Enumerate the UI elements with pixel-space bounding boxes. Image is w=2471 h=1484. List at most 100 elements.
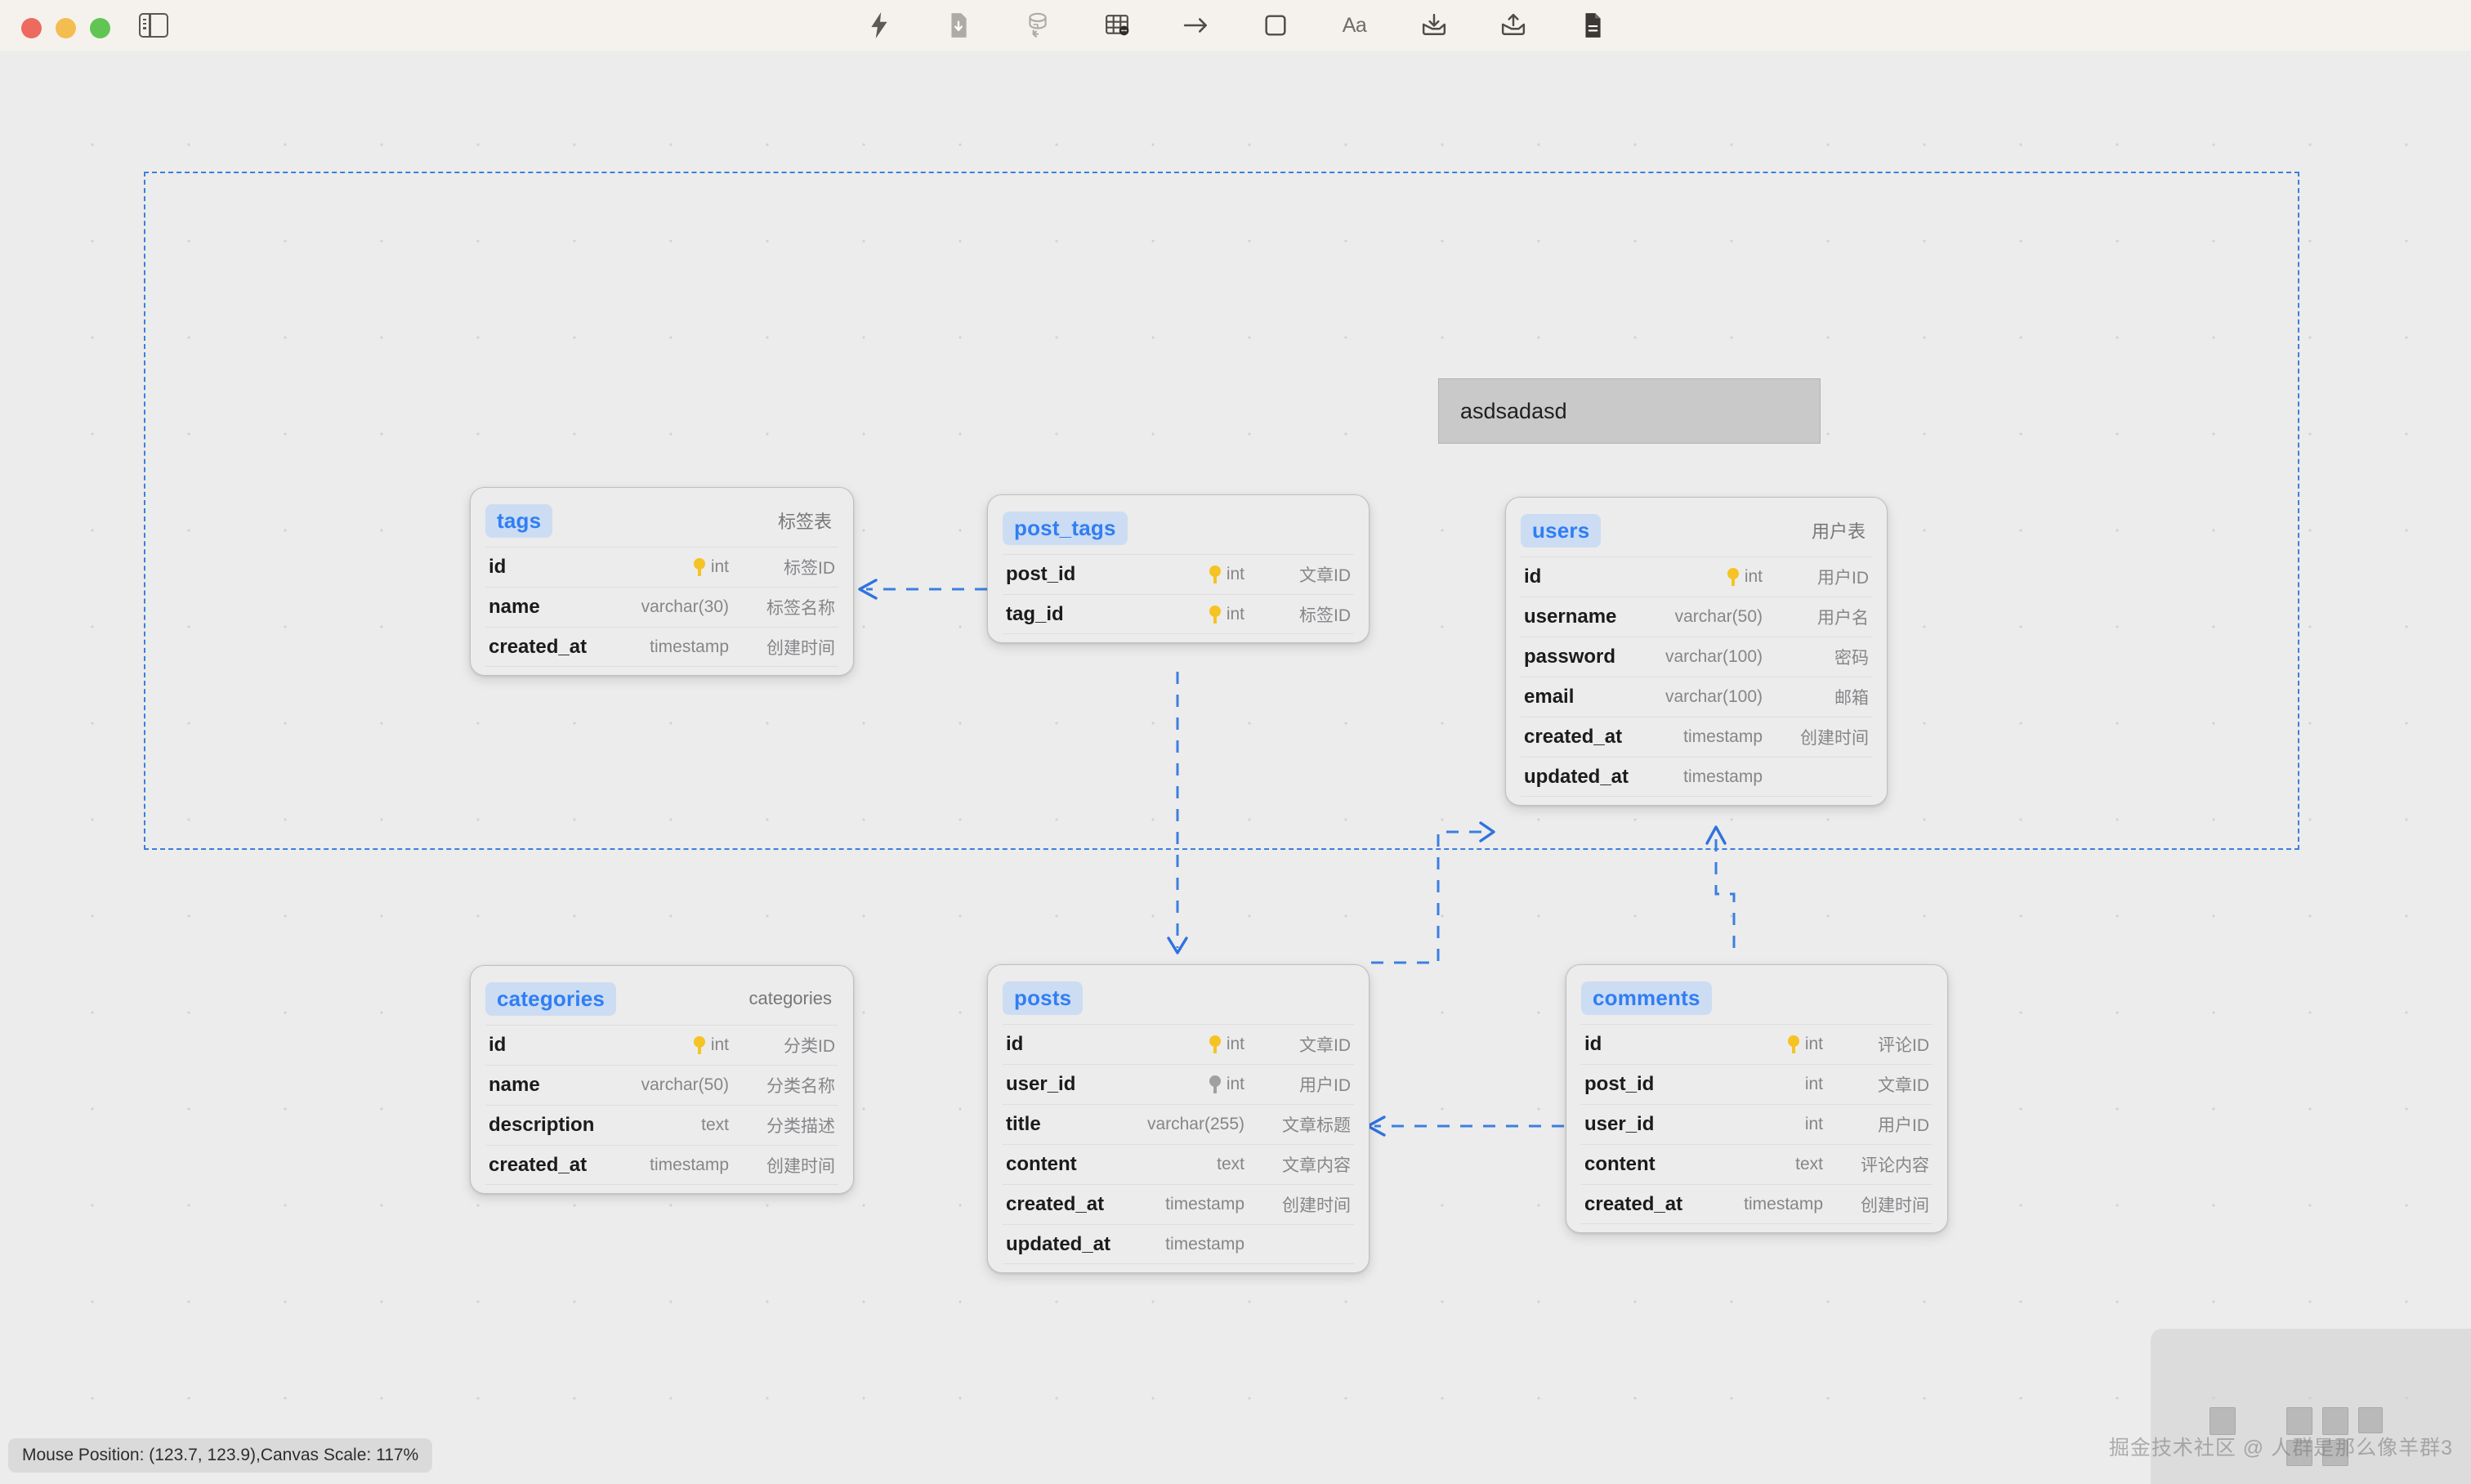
sticky-note[interactable]: asdsadasd <box>1438 378 1821 444</box>
minimize-button[interactable] <box>56 18 76 38</box>
column-type-group: timestamp <box>1622 727 1772 747</box>
table-settings-icon[interactable] <box>1101 9 1133 42</box>
table-name-badge[interactable]: categories <box>485 981 617 1016</box>
column-type-group: text <box>1077 1155 1254 1174</box>
minimap-table-box <box>2358 1407 2383 1433</box>
column-name: created_at <box>489 1153 588 1176</box>
column-name: description <box>489 1114 595 1136</box>
column-name: created_at <box>1584 1192 1683 1215</box>
column-name: id <box>489 1034 507 1056</box>
sidebar-toggle-icon[interactable] <box>139 13 168 38</box>
column-type: varchar(30) <box>641 597 729 616</box>
minimap-table-box <box>2210 1407 2236 1435</box>
column-name: password <box>1524 646 1616 668</box>
column-type: timestamp <box>650 1155 729 1174</box>
file-import-icon[interactable] <box>942 9 975 42</box>
minimap-table-box <box>2286 1440 2312 1466</box>
table-name-badge[interactable]: comments <box>1581 981 1712 1015</box>
column-comment: 创建时间 <box>1282 1196 1351 1215</box>
column-type-group: text <box>594 1115 739 1135</box>
rectangle-icon[interactable] <box>1259 9 1292 42</box>
zoom-button[interactable] <box>90 18 110 38</box>
table-name-badge[interactable]: posts <box>1003 981 1084 1015</box>
column-type-group: int <box>1654 1115 1833 1134</box>
arrowhead-posts <box>1167 936 1188 954</box>
document-icon[interactable] <box>1576 9 1609 42</box>
table-name-badge[interactable]: tags <box>485 503 553 538</box>
column-type-group: int <box>1023 1035 1254 1054</box>
minimap-table-box <box>2286 1407 2312 1435</box>
table-name-badge[interactable]: post_tags <box>1003 511 1128 545</box>
column-name: tag_id <box>1006 602 1064 625</box>
column-comment: 文章ID <box>1299 1036 1351 1055</box>
column-comment: 评论ID <box>1878 1036 1929 1055</box>
column-comment: 分类名称 <box>766 1077 835 1096</box>
column-type: varchar(255) <box>1146 1115 1244 1133</box>
table-header-tags: tags 标签表 <box>485 499 838 542</box>
column-comment: 用户ID <box>1817 569 1869 588</box>
sidebar-dots <box>143 19 147 29</box>
column-type: timestamp <box>650 637 729 656</box>
text-aa-icon[interactable]: Aa <box>1338 9 1371 42</box>
column-name: created_at <box>489 635 588 658</box>
minimap-panel[interactable] <box>2151 1329 2471 1484</box>
primary-key-icon <box>693 1036 705 1054</box>
database-revert-icon[interactable] <box>1021 9 1054 42</box>
text-aa-label: Aa <box>1342 13 1367 37</box>
table-name-badge[interactable]: users <box>1521 513 1602 548</box>
column-name: username <box>1524 606 1617 628</box>
table-comment: 标签表 <box>777 512 832 532</box>
arrow-right-icon[interactable] <box>1180 9 1213 42</box>
primary-key-icon <box>1209 1035 1221 1053</box>
lightning-bolt-icon[interactable] <box>863 9 896 42</box>
column-type-group: int <box>1541 567 1772 587</box>
minimap-table-box <box>2322 1440 2348 1466</box>
column-comment: 标签ID <box>1299 606 1351 625</box>
close-button[interactable] <box>21 18 42 38</box>
upload-tray-icon[interactable] <box>1497 9 1530 42</box>
download-tray-icon[interactable] <box>1418 9 1450 42</box>
column-type-group: int <box>1654 1075 1833 1094</box>
watermark: 掘金技术社区 @ 人群是那么像羊群3 <box>2109 1432 2453 1461</box>
column-type-group: int <box>1064 605 1254 624</box>
column-type: text <box>1795 1155 1823 1173</box>
column-type: timestamp <box>1744 1194 1823 1214</box>
primary-key-icon <box>1787 1035 1799 1053</box>
column-type: int <box>1744 567 1763 586</box>
